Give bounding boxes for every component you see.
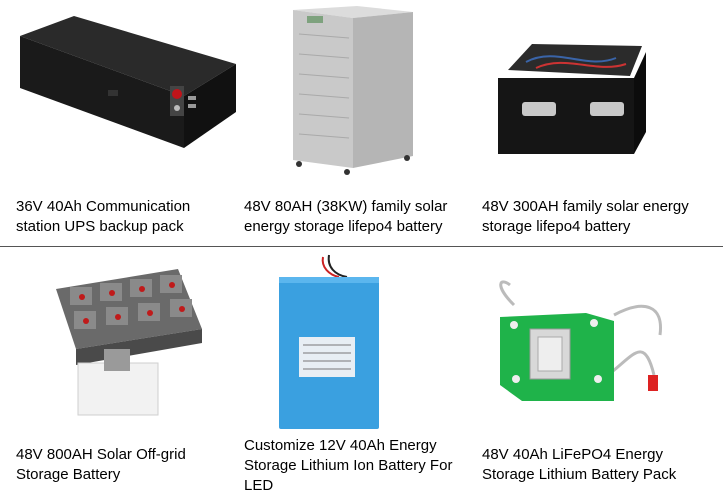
product-card-1[interactable]: 36V 40Ah Communication station UPS backu… [0,0,241,246]
product-caption: 36V 40Ah Communication station UPS backu… [16,198,191,235]
product-image-cell-array-with-white-box[interactable] [46,267,204,419]
product-caption: 48V 300AH family solar energy storage li… [482,198,689,235]
product-image-black-battery-box[interactable] [14,14,240,150]
product-card-2[interactable]: 48V 80AH (38KW) family solar energy stor… [241,0,482,246]
product-caption: Customize 12V 40Ah Energy Storage Lithiu… [244,437,453,494]
product-image-green-battery-pack[interactable] [494,275,670,407]
product-caption: 48V 800AH Solar Off-grid Storage Battery [16,446,186,483]
row-divider [0,246,723,247]
product-image-black-drawer-battery-box[interactable] [496,40,651,158]
product-card-3[interactable]: 48V 300AH family solar energy storage li… [482,0,723,246]
product-image-blue-battery-pack[interactable] [277,253,383,431]
product-card-4[interactable]: 48V 800AH Solar Off-grid Storage Battery [0,247,241,499]
product-card-6[interactable]: 48V 40Ah LiFePO4 Energy Storage Lithium … [482,247,723,499]
product-caption: 48V 80AH (38KW) family solar energy stor… [244,198,448,235]
product-card-5[interactable]: Customize 12V 40Ah Energy Storage Lithiu… [241,247,482,499]
product-image-grey-cabinet-tower[interactable] [289,4,417,180]
product-caption: 48V 40Ah LiFePO4 Energy Storage Lithium … [482,446,677,483]
